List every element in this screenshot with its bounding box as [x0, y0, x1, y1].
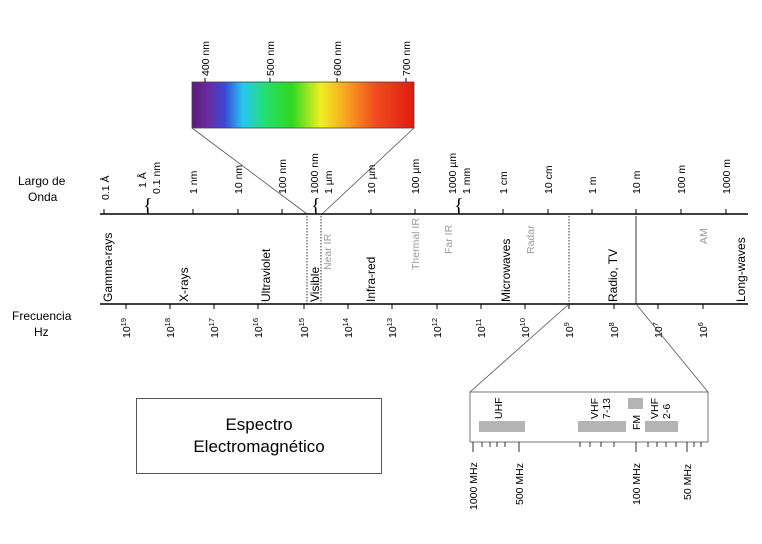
- vhf-7-13-bar: [578, 421, 626, 432]
- frequency-label-2: Hz: [34, 325, 49, 339]
- wl-tick-1um: 1 µm: [323, 170, 335, 194]
- inset-scale-1000mhz: 1000 MHz: [468, 462, 480, 510]
- band-am: AM: [698, 228, 710, 244]
- wl-tick-1cm: 1 cm: [498, 171, 510, 194]
- wl-tick-100m: 100 m: [676, 165, 688, 194]
- freq-tick-label: 1010: [518, 318, 532, 338]
- band-infra-red: Infra-red: [364, 257, 378, 302]
- wl-tick-0.1nm: 0.1 nm: [151, 162, 163, 194]
- band-thermal-ir: Thermal IR: [410, 218, 422, 270]
- freq-tick-label: 109: [562, 322, 576, 338]
- vhf-2-6-bar: [645, 421, 678, 432]
- freq-tick-label: 108: [607, 322, 621, 338]
- freq-tick-label: 106: [696, 322, 710, 338]
- freq-tick-label: 1017: [207, 318, 221, 338]
- wl-tick-100um: 100 µm: [410, 159, 422, 194]
- band-visible: Visible: [308, 267, 322, 302]
- freq-tick-label: 1018: [163, 318, 177, 338]
- freq-tick-label: 1012: [430, 318, 444, 338]
- inset-scale-100mhz: 100 MHz: [631, 463, 643, 505]
- svg-text:{: {: [454, 195, 464, 217]
- inset-uhf: UHF: [493, 397, 505, 419]
- wl-tick-10um: 10 µm: [366, 164, 378, 194]
- band-far-ir: Far IR: [443, 224, 455, 254]
- wl-tick-100nm: 100 nm: [277, 159, 289, 194]
- freq-tick-label: 1019: [119, 318, 133, 338]
- inset-scale-500mhz: 500 MHz: [514, 463, 526, 505]
- visible-scale-600: 600 nm: [332, 41, 344, 76]
- band-near-ir: Near IR: [322, 233, 334, 270]
- wl-tick-1m: 1 m: [587, 176, 599, 194]
- wl-tick-1000um: 1000 µm: [447, 153, 459, 194]
- band-x-rays: X-rays: [177, 267, 191, 302]
- wl-tick-1nm: 1 nm: [188, 170, 200, 194]
- frequency-label-1: Frecuencia: [12, 309, 72, 323]
- freq-tick-label: 1016: [251, 318, 265, 338]
- uhf-bar: [479, 421, 525, 432]
- inset-2-6: 2-6: [661, 404, 673, 419]
- fm-bar: [628, 398, 643, 409]
- visible-spectrum-bar: [191, 81, 415, 129]
- freq-tick-label: 1014: [341, 318, 355, 338]
- frequency-tick-labels: 1019 1018 1017 1016 1015 1014 1013 1012 1011 1010…: [119, 318, 710, 338]
- band-long-waves: Long-waves: [734, 237, 748, 302]
- inset-fm: FM: [631, 415, 643, 430]
- title-line-1: Espectro: [225, 415, 293, 434]
- wavelength-label-2: Onda: [28, 190, 58, 204]
- wl-tick-0.1A: 0.1 Å: [99, 175, 112, 200]
- wl-tick-1000nm: 1000 nm: [309, 153, 321, 194]
- svg-text:{: {: [311, 195, 321, 217]
- braces: {: [143, 195, 153, 217]
- wl-tick-1mm: 1 mm: [461, 167, 473, 194]
- wl-tick-10cm: 10 cm: [543, 165, 555, 194]
- inset-scale-50mhz: 50 MHz: [682, 464, 694, 500]
- title-box: Espectro Electromagnético: [136, 398, 382, 474]
- freq-tick-label: 1015: [297, 318, 311, 338]
- inset-vhf-a: VHF: [589, 398, 601, 419]
- band-ultraviolet: Ultraviolet: [259, 248, 273, 302]
- radio-inset-box: [469, 391, 709, 443]
- wl-tick-1000m: 1000 m: [721, 159, 733, 194]
- visible-scale-700: 700 nm: [401, 41, 413, 76]
- band-gamma-rays: Gamma-rays: [101, 233, 115, 302]
- wl-tick-10nm: 10 nm: [233, 165, 245, 194]
- freq-tick-label: 1013: [385, 318, 399, 338]
- band-radar: Radar: [525, 225, 537, 254]
- wl-tick-1A: 1 Å: [136, 172, 149, 188]
- visible-scale-400: 400 nm: [200, 41, 212, 76]
- title-line-2: Electromagnético: [193, 437, 325, 456]
- band-microwaves: Microwaves: [499, 239, 513, 302]
- band-radio-tv: Radio, TV: [606, 249, 620, 302]
- inset-7-13: 7-13: [601, 398, 613, 419]
- visible-scale-500: 500 nm: [265, 41, 277, 76]
- wavelength-label-1: Largo de: [18, 174, 66, 188]
- inset-vhf-b: VHF: [649, 398, 661, 419]
- freq-tick-label: 1011: [474, 319, 488, 338]
- wl-tick-10m: 10 m: [631, 170, 643, 194]
